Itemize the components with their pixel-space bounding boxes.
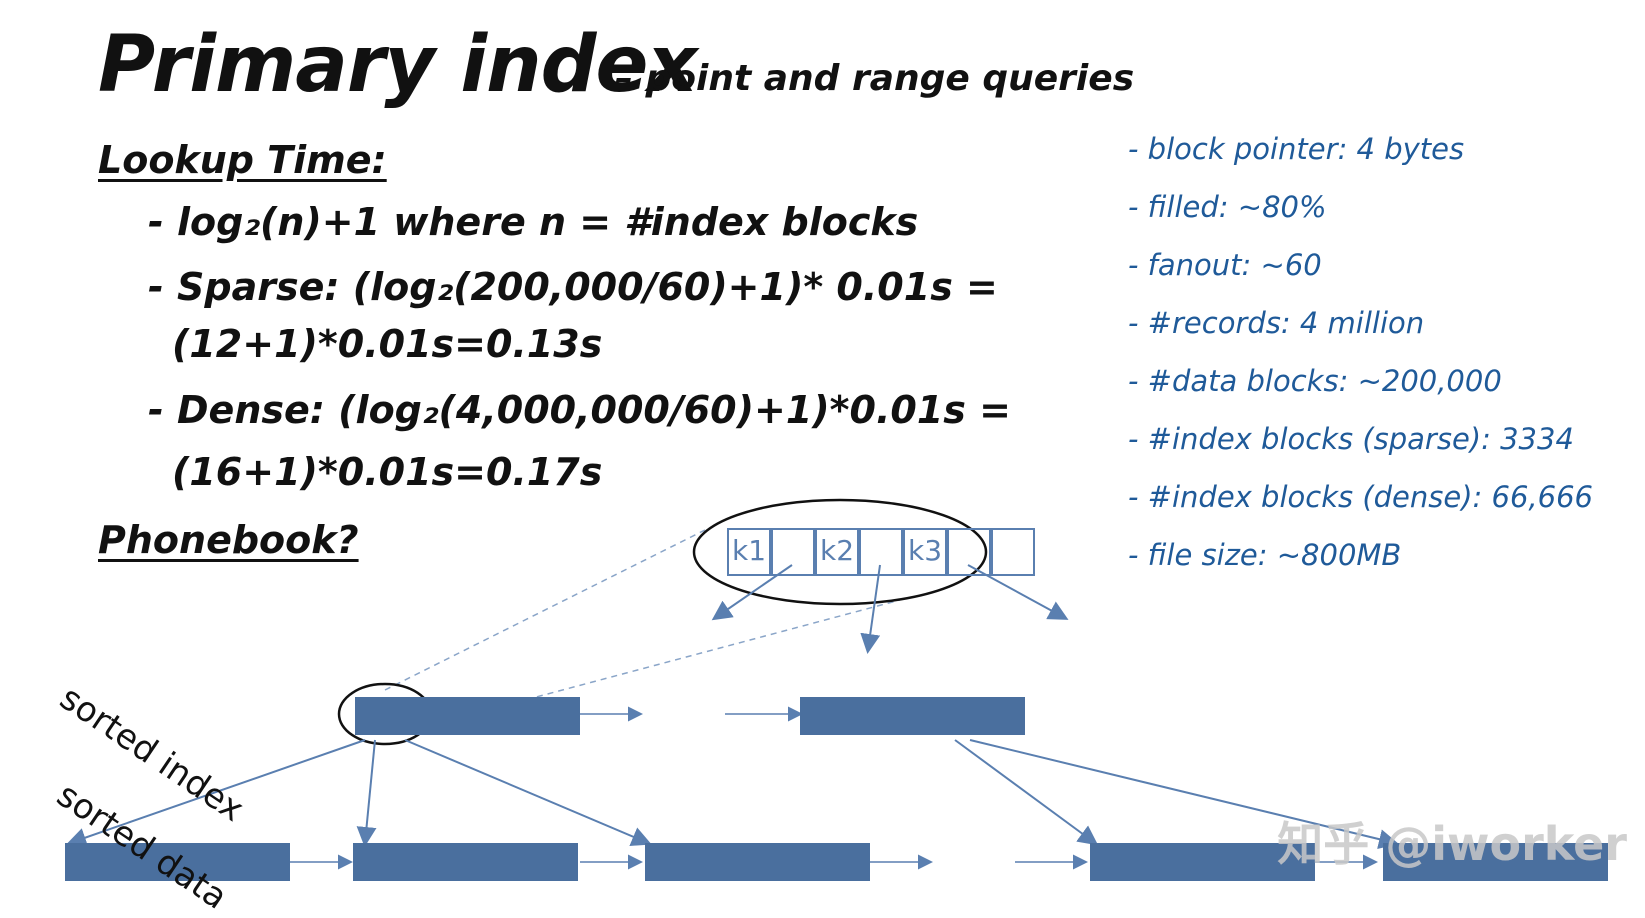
lookup-line-1: - log₂(n)+1 where n = #index blocks (148, 200, 919, 244)
pointer-cell-2 (859, 528, 903, 576)
note-index-blocks-dense: - #index blocks (dense): 66,666 (1128, 480, 1593, 514)
key-arrow-2 (860, 564, 881, 654)
note-file-size: - file size: ~800MB (1128, 538, 1402, 572)
pointer-cell-3 (947, 528, 991, 576)
watermark: 知乎 @iworker (1277, 817, 1627, 871)
pointer-cell-1 (771, 528, 815, 576)
key-arrow-1 (711, 564, 793, 621)
index-block-1 (355, 697, 580, 735)
note-data-blocks: - #data blocks: ~200,000 (1128, 364, 1502, 398)
data-pointer-3 (404, 739, 652, 846)
lookup-line-4: - Dense: (log₂(4,000,000/60)+1)*0.01s = (148, 388, 1011, 432)
key-arrow-3 (967, 564, 1069, 620)
data-block-2 (353, 843, 578, 881)
note-filled: - filled: ~80% (1128, 190, 1327, 224)
note-index-blocks-sparse: - #index blocks (sparse): 3334 (1128, 422, 1574, 456)
data-pointer-1 (66, 739, 366, 848)
key-block-ellipse (692, 498, 988, 606)
lookup-line-2: - Sparse: (log₂(200,000/60)+1)* 0.01s = (148, 265, 998, 309)
page-subtitle: – point and range queries (615, 58, 1135, 99)
data-pointer-2 (356, 739, 377, 847)
phonebook-label: Phonebook? (98, 518, 359, 562)
key-cell-2: k2 (815, 528, 859, 576)
lookup-line-5: (16+1)*0.01s=0.17s (172, 450, 603, 494)
lookup-heading: Lookup Time: (98, 138, 387, 182)
note-fanout: - fanout: ~60 (1128, 248, 1322, 282)
data-pointer-4 (954, 739, 1099, 846)
index-block-2 (800, 697, 1025, 735)
note-records: - #records: 4 million (1128, 306, 1425, 340)
key-cell-3: k3 (903, 528, 947, 576)
page-title: Primary index (98, 20, 698, 110)
data-block-4 (1090, 843, 1315, 881)
zoom-line-top (384, 529, 706, 691)
data-block-3 (645, 843, 870, 881)
data-pointer-5 (969, 739, 1399, 849)
data-block-5 (1383, 843, 1608, 881)
pointer-cell-4 (991, 528, 1035, 576)
data-block-1 (65, 843, 290, 881)
note-block-pointer: - block pointer: 4 bytes (1128, 132, 1465, 166)
lookup-line-3: (12+1)*0.01s=0.13s (172, 322, 603, 366)
key-cell-1: k1 (727, 528, 771, 576)
